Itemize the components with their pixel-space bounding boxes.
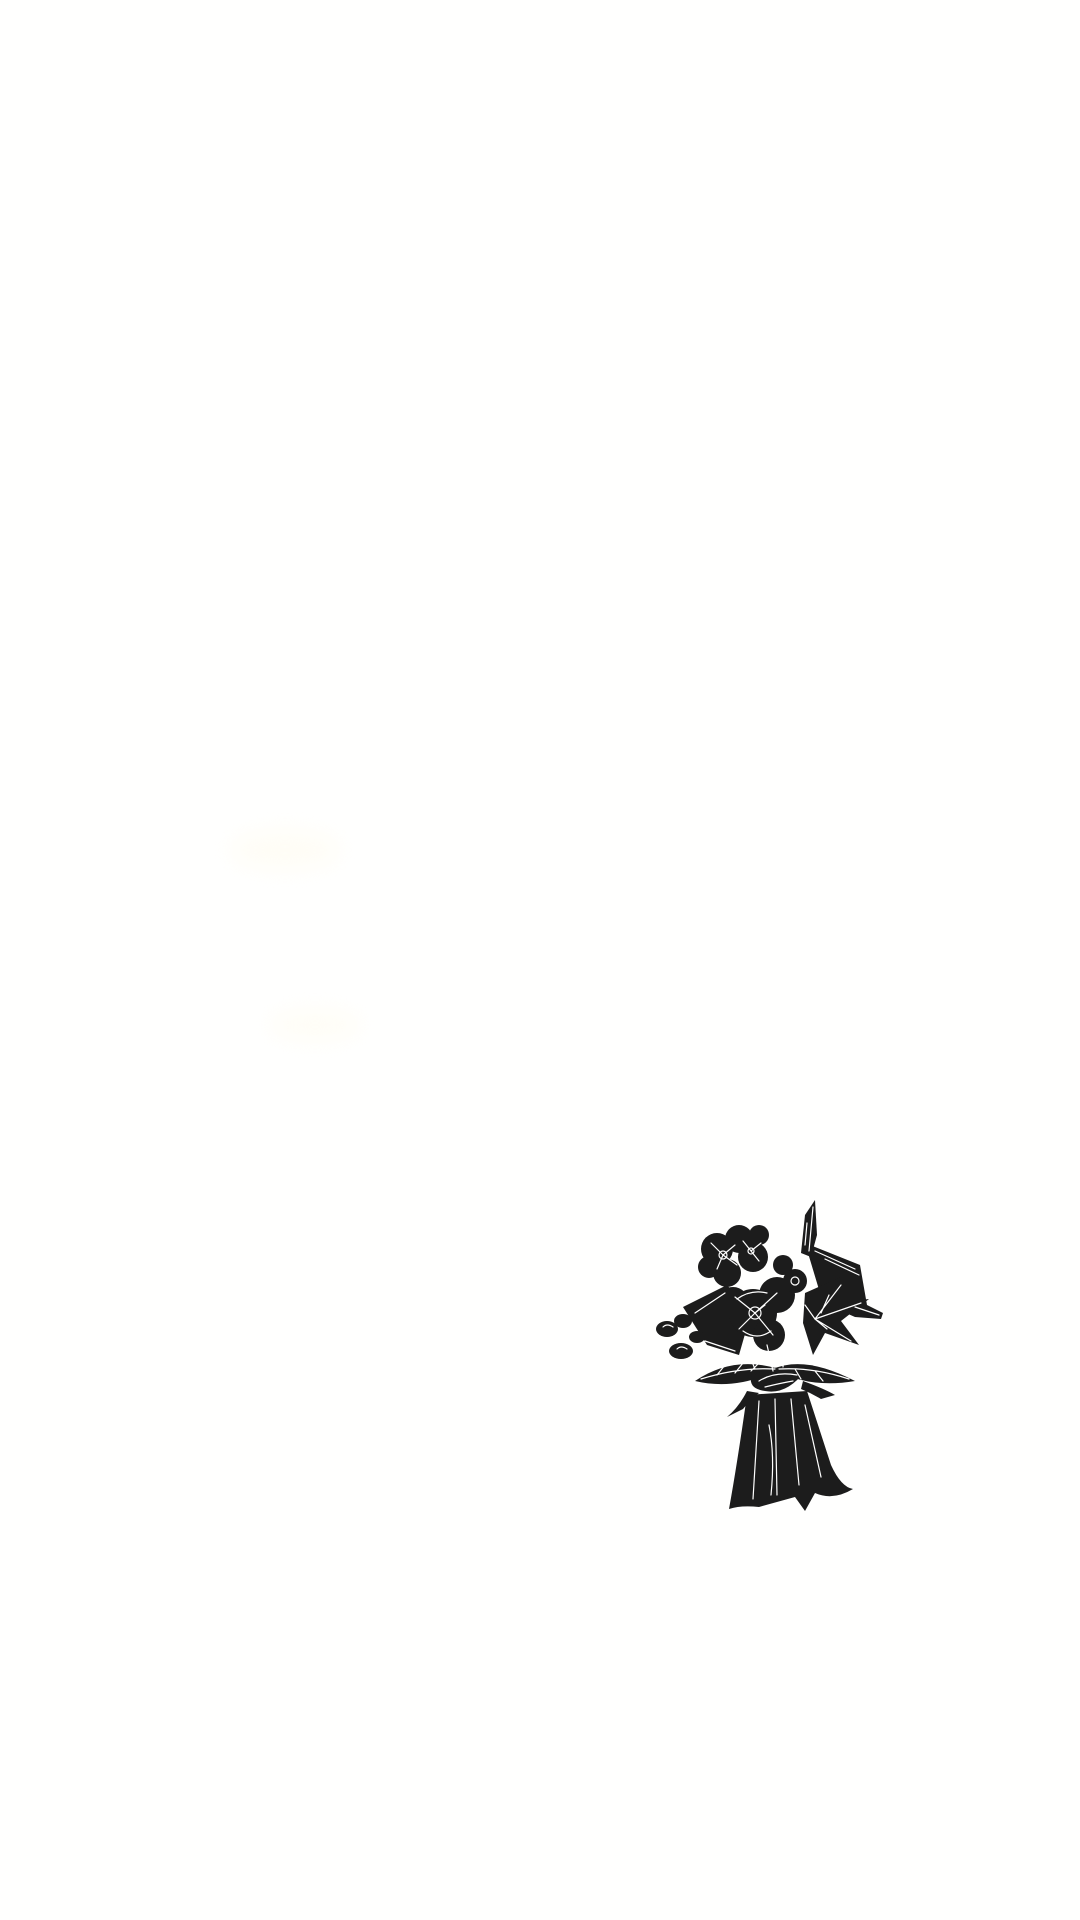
ribbon-tail (801, 1381, 835, 1399)
bouquet-handle (729, 1391, 853, 1511)
background-smudge (270, 1010, 360, 1040)
lily-flower (803, 1277, 869, 1355)
flower-bouquet-illustration (656, 1200, 883, 1511)
background-smudge (230, 830, 340, 870)
ribbon-knot (750, 1367, 805, 1392)
